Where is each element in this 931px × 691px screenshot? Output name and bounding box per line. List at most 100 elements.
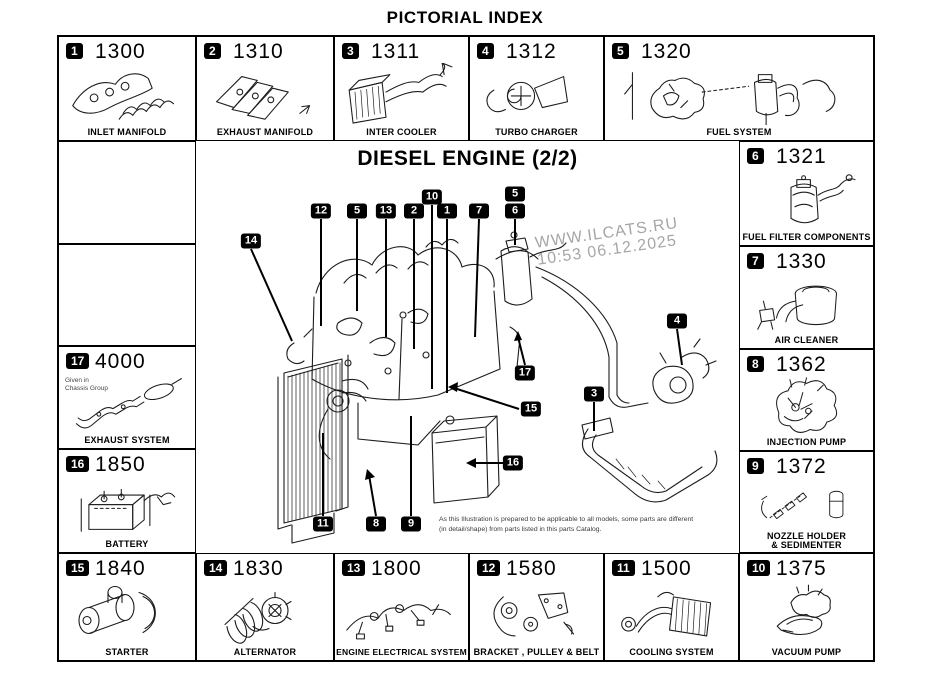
cell-fuel-filter-components[interactable]: 6 1321 FUEL FILTER COMPONENTS xyxy=(739,141,874,246)
page-title: PICTORIAL INDEX xyxy=(386,8,544,27)
cell-alternator[interactable]: 14 1830 ALTERNATOR xyxy=(196,553,334,661)
section-caption: BATTERY xyxy=(105,539,149,549)
section-code: 1372 xyxy=(776,455,827,478)
section-caption: BRACKET , PULLEY & BELT xyxy=(473,647,600,657)
cell-inlet-manifold[interactable]: 1 1300 INLET MANIFOLD xyxy=(58,36,196,141)
cell-battery[interactable]: 16 1850 BATTERY xyxy=(58,449,196,553)
section-code: 1321 xyxy=(776,145,827,168)
cell-turbo-charger[interactable]: 4 1312 TURBO CHARGER xyxy=(469,36,604,141)
section-caption: ALTERNATOR xyxy=(233,647,297,657)
callout-box-6[interactable]: 6 xyxy=(505,203,525,219)
section-caption: VACUUM PUMP xyxy=(771,647,842,657)
section-code: 1800 xyxy=(371,557,422,580)
section-number-badge: 1 xyxy=(66,43,83,59)
section-caption: NOZZLE HOLDER & SEDIMENTER xyxy=(740,532,873,550)
section-caption: INLET MANIFOLD xyxy=(87,127,167,137)
cell-inter-cooler[interactable]: 3 1311 INTER COOLER xyxy=(334,36,469,141)
section-number-badge: 3 xyxy=(342,43,359,59)
starter-drawing xyxy=(63,580,191,645)
empty-cell xyxy=(58,244,196,346)
cell-engine-electrical-system[interactable]: 13 1800 ENGINE ELECTRICAL SYSTEM xyxy=(334,553,469,661)
section-number-badge: 11 xyxy=(612,560,635,576)
callout-box-5a[interactable]: 5 xyxy=(347,203,367,219)
callout-box-15[interactable]: 15 xyxy=(520,401,542,417)
diagram-title: DIESEL ENGINE (2/2) xyxy=(357,147,578,170)
section-caption: AIR CLEANER xyxy=(774,335,839,345)
section-caption: EXHAUST MANIFOLD xyxy=(216,127,314,137)
engine-illustration xyxy=(250,205,718,544)
section-number-badge: 4 xyxy=(477,43,494,59)
disclaimer-line-1: As this Illustration is prepared to be a… xyxy=(439,516,694,523)
section-number-badge: 14 xyxy=(204,560,228,576)
engine-electrical-drawing xyxy=(339,580,464,645)
section-code: 4000 xyxy=(95,350,146,373)
caption-line-1: NOZZLE HOLDER xyxy=(766,531,847,541)
callout-box-2[interactable]: 2 xyxy=(404,203,424,219)
callout-box-14[interactable]: 14 xyxy=(240,233,262,249)
section-number-badge: 8 xyxy=(747,356,764,372)
section-caption: STARTER xyxy=(105,647,149,657)
callout-box-4[interactable]: 4 xyxy=(667,313,687,329)
callout-box-8[interactable]: 8 xyxy=(366,516,386,532)
alternator-drawing xyxy=(201,580,329,645)
turbo-charger-drawing xyxy=(474,63,599,125)
section-number-badge: 7 xyxy=(747,253,764,269)
air-cleaner-drawing xyxy=(744,273,869,333)
section-number-badge: 15 xyxy=(66,560,90,576)
section-caption: TURBO CHARGER xyxy=(495,127,578,137)
section-code: 1375 xyxy=(776,557,827,580)
section-code: 1320 xyxy=(641,40,692,63)
section-caption: ENGINE ELECTRICAL SYSTEM xyxy=(336,647,467,657)
section-number-badge: 6 xyxy=(747,148,764,164)
callout-leader-lines xyxy=(250,205,683,517)
disclaimer-line-2: (in detail/shape) from parts listed in t… xyxy=(439,526,602,533)
section-caption: INJECTION PUMP xyxy=(766,437,847,447)
section-caption: FUEL SYSTEM xyxy=(706,127,772,137)
section-number-badge: 9 xyxy=(747,458,764,474)
callout-box-9[interactable]: 9 xyxy=(401,516,421,532)
fuel-filter-drawing xyxy=(744,168,869,230)
cell-starter[interactable]: 15 1840 STARTER xyxy=(58,553,196,661)
disclaimer-note: As this Illustration is prepared to be a… xyxy=(439,515,739,535)
callout-box-17[interactable]: 17 xyxy=(514,365,536,381)
inter-cooler-drawing xyxy=(339,62,464,125)
section-number-badge: 5 xyxy=(612,43,629,59)
callout-box-5b[interactable]: 5 xyxy=(505,186,525,202)
cooling-system-drawing xyxy=(609,580,734,645)
callout-box-16[interactable]: 16 xyxy=(502,455,524,471)
callout-box-12[interactable]: 12 xyxy=(310,203,332,219)
section-code: 1311 xyxy=(371,40,421,63)
caption-line-2: & SEDIMENTER xyxy=(771,540,842,550)
bracket-pulley-belt-drawing xyxy=(474,580,599,645)
vacuum-pump-drawing xyxy=(744,580,869,645)
index-board: 1 1300 INLET MANIFOLD 2 1310 EXHAUST MAN… xyxy=(57,35,875,662)
cell-vacuum-pump[interactable]: 10 1375 VACUUM PUMP xyxy=(739,553,874,661)
injection-pump-drawing xyxy=(744,376,869,435)
callout-box-13[interactable]: 13 xyxy=(375,203,397,219)
leader-arrowheads xyxy=(365,331,522,480)
section-code: 1850 xyxy=(95,453,146,476)
section-number-badge: 10 xyxy=(747,560,771,576)
cell-bracket-pulley-belt[interactable]: 12 1580 BRACKET , PULLEY & BELT xyxy=(469,553,604,661)
cell-injection-pump[interactable]: 8 1362 INJECTION PUMP xyxy=(739,349,874,451)
cell-cooling-system[interactable]: 11 1500 COOLING SYSTEM xyxy=(604,553,739,661)
callout-box-10[interactable]: 10 xyxy=(421,189,443,205)
section-number-badge: 16 xyxy=(66,456,90,472)
callout-box-3[interactable]: 3 xyxy=(584,386,604,402)
section-code: 1500 xyxy=(641,557,692,580)
section-number-badge: 17 xyxy=(66,353,90,369)
cell-fuel-system[interactable]: 5 1320 FUEL SYSTEM xyxy=(604,36,874,141)
cell-exhaust-manifold[interactable]: 2 1310 EXHAUST MANIFOLD xyxy=(196,36,334,141)
cell-nozzle-holder-sedimenter[interactable]: 9 1372 NOZZLE HOLDER & SEDIMENTER xyxy=(739,451,874,553)
section-code: 1312 xyxy=(506,40,557,63)
section-code: 1330 xyxy=(776,250,827,273)
exhaust-system-drawing xyxy=(63,373,191,433)
section-caption: INTER COOLER xyxy=(366,127,437,137)
callout-box-7[interactable]: 7 xyxy=(469,203,489,219)
cell-air-cleaner[interactable]: 7 1330 AIR CLEANER xyxy=(739,246,874,349)
callout-box-11[interactable]: 11 xyxy=(313,516,333,532)
diesel-engine-diagram: DIESEL ENGINE (2/2) xyxy=(196,141,739,553)
callout-box-1[interactable]: 1 xyxy=(437,203,457,219)
